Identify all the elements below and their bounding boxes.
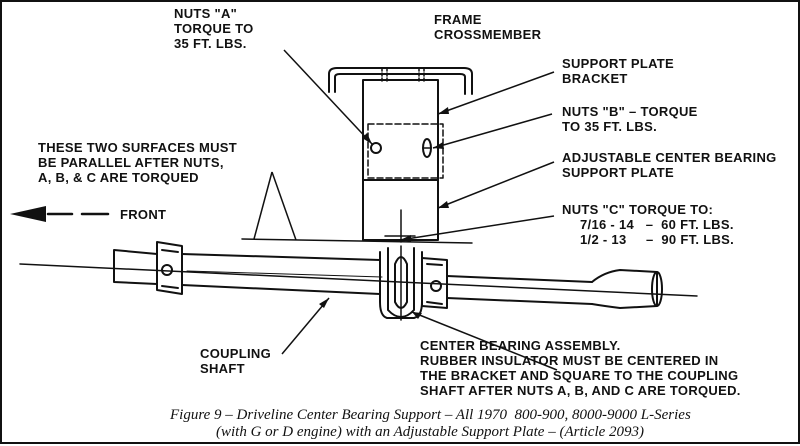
nuts-c-spec-1-2: 1/2 - 13 – 90 FT. LBS.	[580, 232, 735, 247]
leader-arrowheads	[319, 107, 449, 319]
support-plate-bracket	[362, 79, 444, 181]
front-shaft-yoke	[113, 241, 183, 295]
nuts-b-label: NUTS "B" – TORQUE TO 35 FT. LBS.	[562, 104, 698, 134]
adjustable-support-plate	[362, 179, 439, 243]
figure-caption-line-1: Figure 9 – Driveline Center Bearing Supp…	[170, 407, 691, 423]
nuts-c-label: NUTS "C" TORQUE TO:	[562, 202, 714, 217]
coupling-shaft-tube	[181, 253, 383, 295]
leader-lines	[253, 49, 558, 371]
parallel-surface-line	[241, 238, 473, 244]
adjustable-plate-label: ADJUSTABLE CENTER BEARING SUPPORT PLATE	[562, 150, 777, 180]
front-label: FRONT	[120, 207, 167, 222]
figure-caption-line-2: (with G or D engine) with an Adjustable …	[216, 424, 645, 440]
rear-shaft-yoke	[421, 257, 448, 309]
center-bearing-label: CENTER BEARING ASSEMBLY. RUBBER INSULATO…	[420, 338, 741, 398]
driveline-centerline	[19, 263, 698, 297]
nuts-c-spec-7-16: 7/16 - 14 – 60 FT. LBS.	[580, 217, 734, 232]
front-arrow-head	[10, 206, 46, 222]
nuts-a-label: NUTS "A" TORQUE TO 35 FT. LBS.	[174, 6, 254, 51]
coupling-shaft-label: COUPLING SHAFT	[200, 346, 272, 376]
support-plate-bracket-label: SUPPORT PLATE BRACKET	[562, 56, 675, 86]
rear-shaft	[446, 269, 663, 309]
center-bearing-assembly	[379, 245, 423, 321]
frame-crossmember	[328, 67, 473, 95]
parallel-surfaces-label: THESE TWO SURFACES MUST BE PARALLEL AFTE…	[38, 140, 238, 185]
frame-crossmember-label: FRAME CROSSMEMBER	[434, 12, 542, 42]
